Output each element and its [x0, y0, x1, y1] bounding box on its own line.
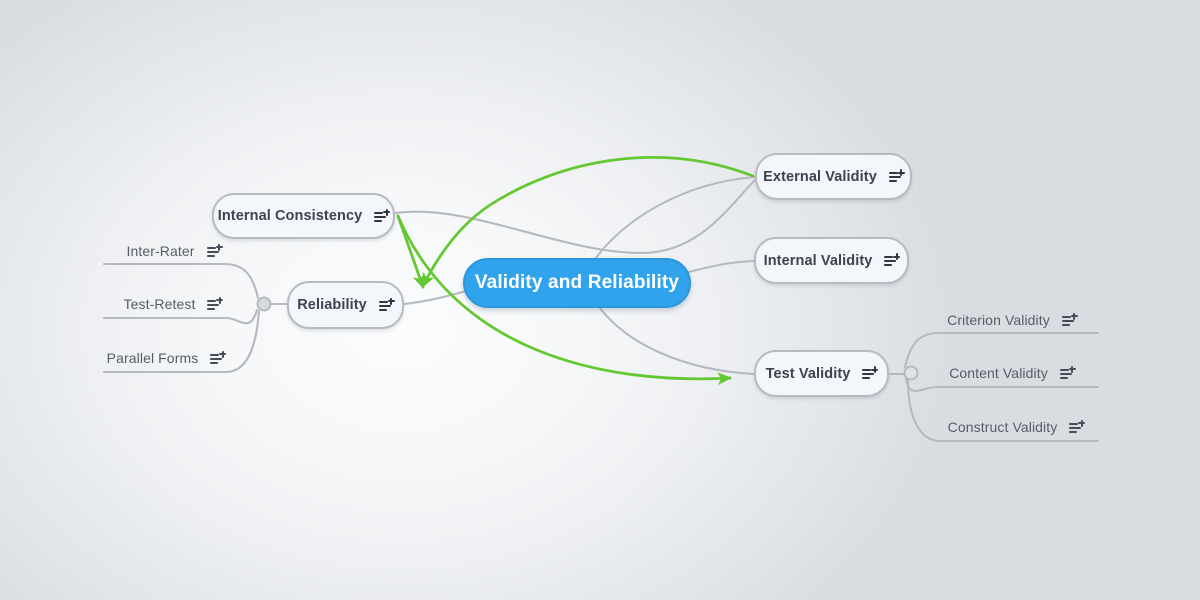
node-root-label: Validity and Reliability — [474, 272, 680, 293]
node-parallel-forms-label: Parallel Forms — [106, 350, 199, 366]
node-root[interactable]: Validity and Reliability — [463, 258, 691, 308]
junction-dots — [256, 296, 919, 381]
note-add-icon[interactable] — [206, 243, 223, 259]
node-reliability[interactable]: Reliability — [287, 281, 404, 329]
plain-edges — [102, 175, 1100, 443]
node-construct-validity[interactable]: Construct Validity — [942, 414, 1090, 440]
edge-root-to-external-validity — [594, 175, 757, 260]
note-add-icon[interactable] — [374, 208, 391, 224]
node-reliability-label: Reliability — [297, 297, 367, 313]
edge-left-junction-to-inter-rater — [102, 262, 260, 300]
node-external-validity[interactable]: External Validity — [755, 153, 912, 200]
node-parallel-forms[interactable]: Parallel Forms — [102, 345, 230, 371]
node-test-retest-label: Test-Retest — [123, 296, 196, 312]
node-test-validity-label: Test Validity — [765, 365, 851, 382]
node-internal-consistency-label: Internal Consistency — [217, 208, 363, 224]
node-internal-validity[interactable]: Internal Validity — [754, 237, 909, 284]
note-add-icon[interactable] — [207, 296, 224, 312]
node-test-validity[interactable]: Test Validity — [754, 350, 889, 397]
note-add-icon[interactable] — [1069, 419, 1086, 435]
node-internal-consistency[interactable]: Internal Consistency — [212, 193, 395, 239]
edge-internal-consistency-to-external-validity — [394, 178, 757, 255]
edge-left-junction-to-parallel-forms — [102, 309, 261, 374]
edge-internal-consistency-to-test-validity — [396, 214, 733, 386]
note-add-icon[interactable] — [888, 169, 905, 184]
edge-root-to-reliability — [402, 289, 468, 306]
edge-root-to-internal-validity — [687, 259, 756, 274]
note-add-icon[interactable] — [210, 350, 227, 366]
note-add-icon[interactable] — [378, 297, 395, 313]
edge-external-validity-to-reliability — [421, 156, 755, 288]
edge-right-junction-to-criterion-validity — [903, 331, 1100, 369]
edge-right-junction-to-construct-validity — [906, 378, 1100, 443]
edge-root-to-test-validity — [598, 306, 756, 376]
note-add-icon[interactable] — [1059, 365, 1076, 381]
node-inter-rater-label: Inter-Rater — [126, 243, 195, 259]
node-inter-rater[interactable]: Inter-Rater — [119, 238, 229, 264]
node-criterion-validity[interactable]: Criterion Validity — [942, 307, 1082, 333]
node-content-validity[interactable]: Content Validity — [942, 360, 1082, 386]
note-add-icon[interactable] — [862, 366, 879, 381]
highlight-edges — [396, 156, 755, 386]
note-add-icon[interactable] — [884, 253, 901, 268]
note-add-icon[interactable] — [1061, 312, 1078, 328]
junction-dot-left — [256, 296, 272, 312]
edge-left-junction-to-test-retest — [102, 308, 259, 325]
node-content-validity-label: Content Validity — [949, 365, 1048, 381]
junction-dot-right — [903, 365, 919, 381]
node-criterion-validity-label: Criterion Validity — [947, 312, 1050, 328]
node-test-retest[interactable]: Test-Retest — [117, 291, 229, 317]
node-external-validity-label: External Validity — [763, 168, 877, 185]
node-internal-validity-label: Internal Validity — [763, 252, 873, 269]
node-construct-validity-label: Construct Validity — [947, 419, 1058, 435]
